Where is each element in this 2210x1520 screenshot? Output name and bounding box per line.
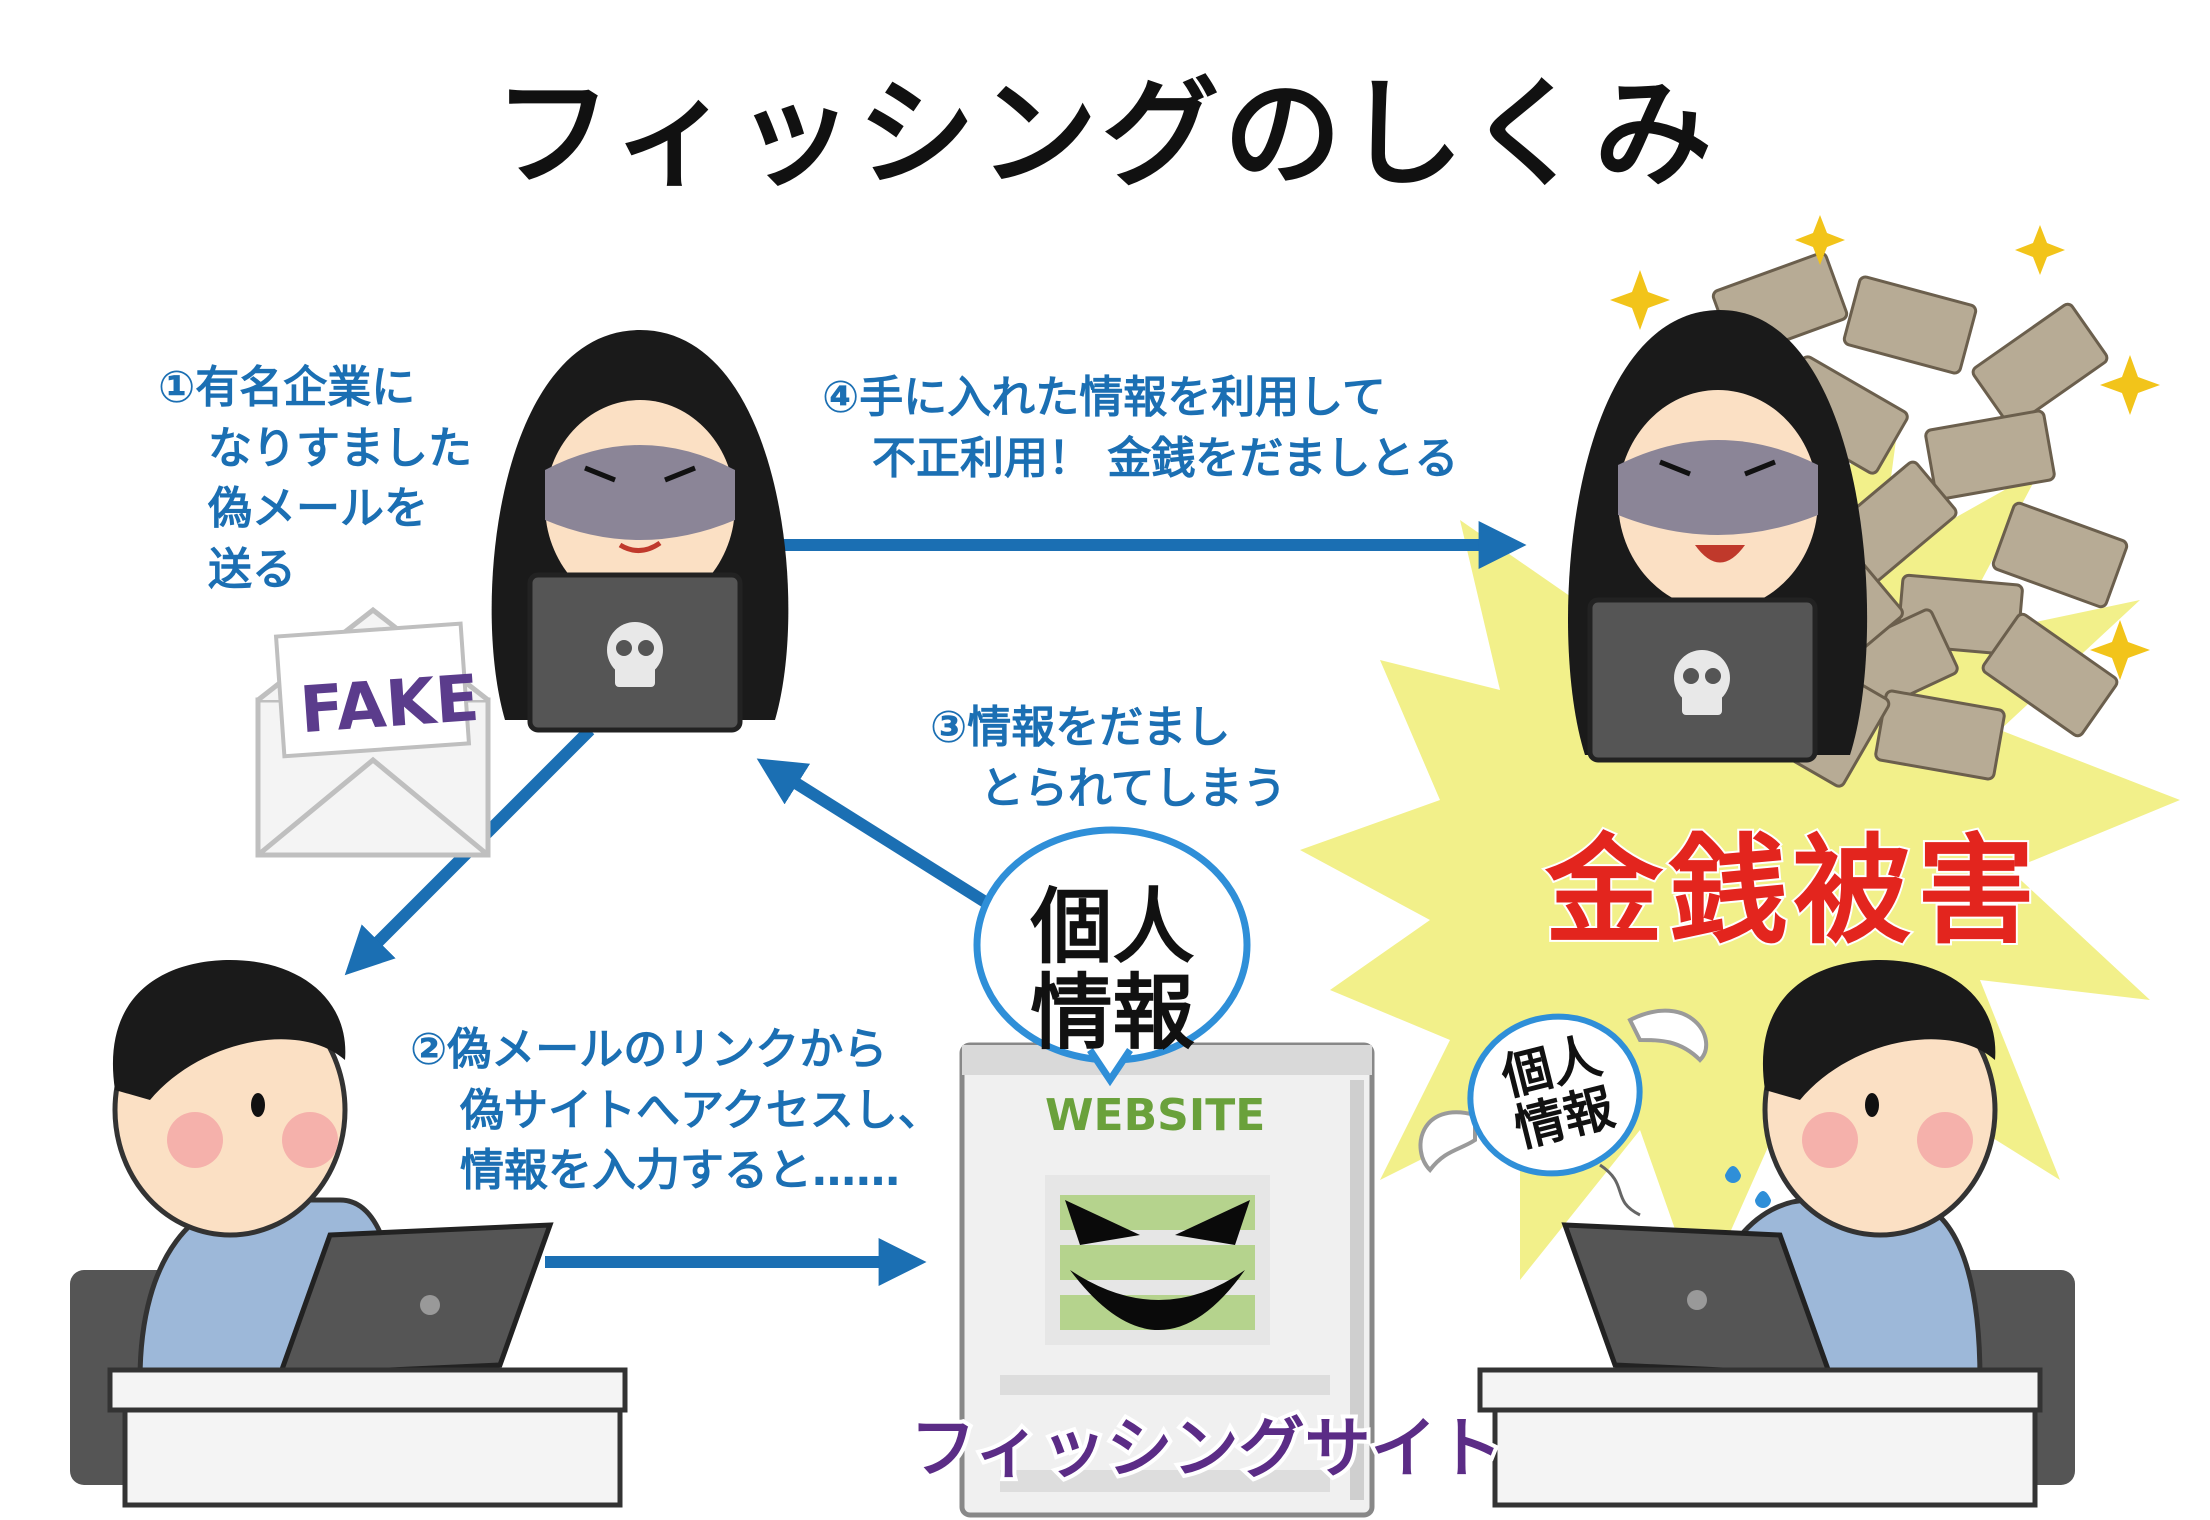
step2-label: ②偽メールのリンクから 偽サイトへアクセスし、 情報を入力すると…… — [410, 1020, 942, 1202]
laptop-icon — [1590, 600, 1815, 760]
damage-text: 金銭被害 — [1545, 795, 2041, 966]
website-text: WEBSITE — [1045, 1090, 1265, 1141]
page-title: フィッシングのしくみ — [0, 38, 2210, 209]
skull-icon — [1674, 650, 1730, 715]
phishing-site-caption: フィッシングサイト — [910, 1395, 1503, 1491]
desk — [1480, 1370, 2040, 1505]
step4-label: ④手に入れた情報を利用して 不正利用！ 金銭をだましとる — [822, 368, 1458, 489]
envelope-fake-text: FAKE — [298, 662, 482, 748]
step3-label: ③情報をだまし とられてしまう — [930, 698, 1287, 819]
step1-label: ①有名企業に なりすました 偽メールを 送る — [158, 358, 472, 601]
personal-info-bubble-text: 個人 情報 — [1005, 885, 1220, 1057]
skull-icon — [607, 622, 663, 687]
laptop-icon — [530, 575, 740, 730]
desk — [110, 1370, 625, 1505]
